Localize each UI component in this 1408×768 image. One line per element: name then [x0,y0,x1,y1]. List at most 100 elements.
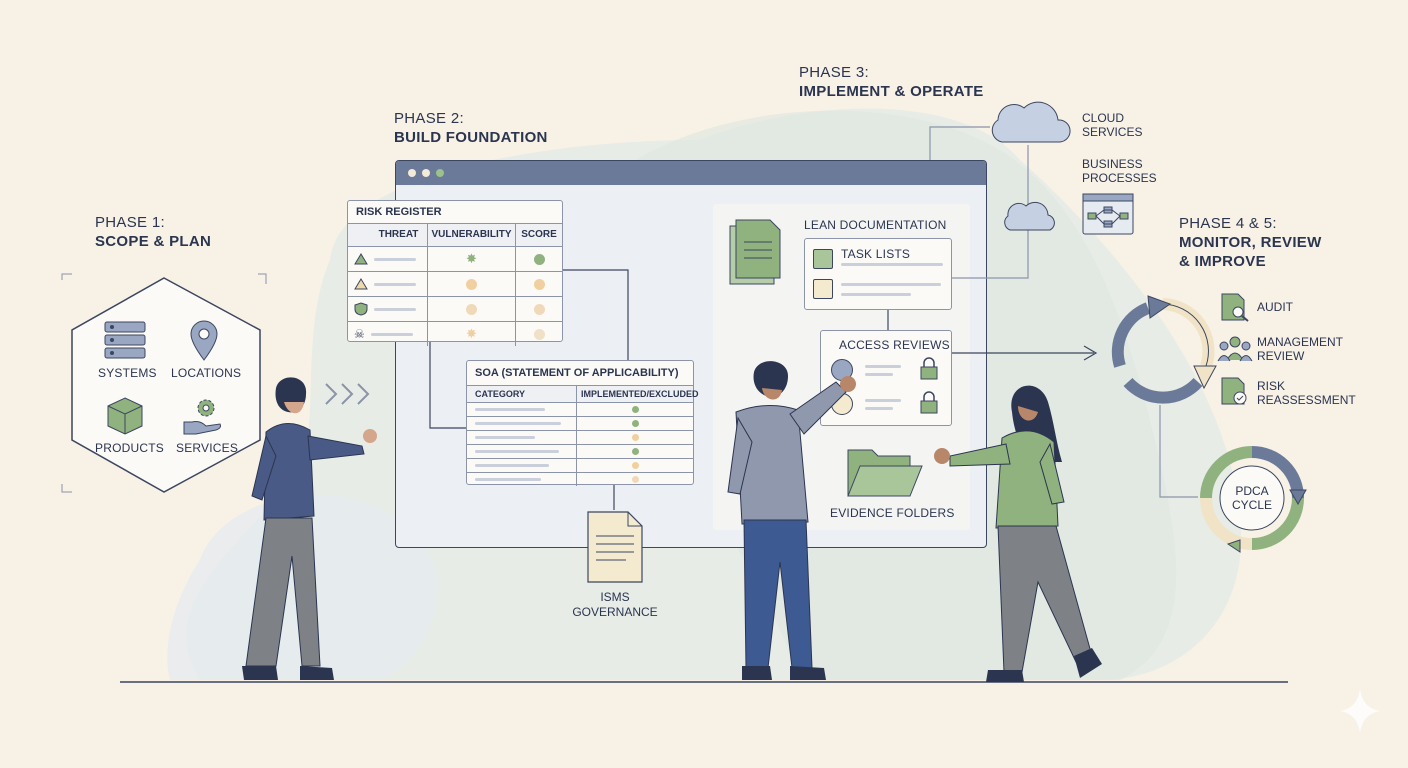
locations-label: LOCATIONS [171,366,242,380]
table-row: ✸ [348,246,562,271]
access-reviews-card: ACCESS REVIEWS [820,330,952,426]
chevron-arrows-icon [325,383,370,405]
risk-register-title: RISK REGISTER [356,206,442,218]
folder-icon [847,449,923,497]
mgmt-line1: MANAGEMENT [1257,335,1344,349]
business-line1: BUSINESS [1082,157,1143,171]
table-row [348,271,562,296]
phase45-title-line1: MONITOR, REVIEW [1179,234,1322,251]
table-header-row: THREAT VULNERABILITY SCORE [348,223,562,246]
window-dot-icon [422,169,430,177]
location-pin-icon [190,320,218,361]
pdca-cycle-icon [1200,446,1307,553]
status-dot [631,448,639,455]
phase2-title: BUILD FOUNDATION [394,129,548,146]
threat-burst-icon: ✸ [466,251,477,266]
table-row [467,430,693,444]
audit-document-icon [1221,293,1249,322]
phase3-title: IMPLEMENT & OPERATE [799,83,984,100]
cloud-line1: CLOUD [1082,111,1125,125]
phase45-title-line2: & IMPROVE [1179,253,1266,270]
document-icon [587,511,643,583]
column-header: SCORE [521,229,557,240]
package-box-icon [107,397,143,435]
products-label: PRODUCTS [95,441,164,455]
score-dot [533,253,545,265]
risk-check-document-icon [1221,377,1247,405]
server-icon [104,321,146,359]
pdca-line1: PDCA [1235,484,1269,498]
isms-label: ISMS GOVERNANCE [560,590,670,620]
phase45-heading: PHASE 4 & 5: MONITOR, REVIEW & IMPROVE [1179,214,1322,271]
lock-icon [920,357,938,380]
column-header: VULNERABILITY [428,224,516,246]
team-icon [1217,336,1253,362]
table-row [467,458,693,472]
table-row: ☠ ✸ [348,321,562,346]
pdca-line2: CYCLE [1231,498,1272,512]
shield-icon [354,302,368,316]
table-row [467,416,693,430]
checkbox-icon [813,279,833,299]
status-dot [631,420,639,427]
column-header: THREAT [348,224,428,246]
window-dot-icon [436,169,444,177]
access-reviews-label: ACCESS REVIEWS [839,338,950,352]
phase3-heading: PHASE 3: IMPLEMENT & OPERATE [799,63,984,101]
documents-stack-icon [729,219,781,285]
phase1-title: SCOPE & PLAN [95,233,212,250]
services-label: SERVICES [176,441,239,455]
threat-burst-icon: ✸ [466,326,477,341]
phase45-number: PHASE 4 & 5: [1179,215,1277,232]
hand-gear-icon [183,399,221,435]
isms-line1: ISMS [600,590,630,604]
task-lists-card: TASK LISTS [804,238,952,310]
person-right-illustration [934,385,1102,682]
score-dot [533,303,545,315]
risk-register-table: RISK REGISTER THREAT VULNERABILITY SCORE… [347,200,563,346]
business-line2: PROCESSES [1082,171,1157,185]
phase1-heading: PHASE 1: SCOPE & PLAN [95,213,211,251]
warning-icon [354,253,368,265]
alert-circle-icon [466,303,477,315]
isms-line2: GOVERNANCE [572,605,658,619]
table-header-row: CATEGORY IMPLEMENTED/EXCLUDED [467,385,699,402]
systems-label: SYSTEMS [98,366,157,380]
column-header: CATEGORY [467,386,577,402]
person-center-illustration [727,361,856,680]
score-dot [533,328,545,340]
risk-reassessment-label: RISK REASSESSMENT [1257,379,1356,407]
window-dot-icon [408,169,416,177]
phase2-heading: PHASE 2: BUILD FOUNDATION [394,109,548,147]
audit-label: AUDIT [1257,300,1293,314]
status-dot [631,462,639,469]
phase3-number: PHASE 3: [799,64,869,81]
status-dot [631,434,639,441]
table-row [467,472,693,486]
cloud-icon [991,101,1071,143]
lean-doc-title: LEAN DOCUMENTATION [804,218,947,232]
risk-line1: RISK [1257,379,1286,393]
alert-circle-icon [466,278,477,290]
mgmt-line2: REVIEW [1257,349,1305,363]
bug-icon: ☠ [354,327,365,341]
pdca-label: PDCA CYCLE [1212,484,1292,512]
soa-title: SOA (STATEMENT OF APPLICABILITY) [475,367,679,379]
column-header: IMPLEMENTED/EXCLUDED [581,389,699,399]
cloud-line2: SERVICES [1082,125,1143,139]
evidence-folders-label: EVIDENCE FOLDERS [830,506,955,520]
cloud-services-label: CLOUD SERVICES [1082,111,1142,139]
lock-icon [920,391,938,414]
status-dot [631,476,639,483]
cloud-icon [1004,201,1055,231]
management-review-label: MANAGEMENT REVIEW [1257,335,1343,363]
business-processes-label: BUSINESS PROCESSES [1082,157,1157,185]
phase1-number: PHASE 1: [95,214,165,231]
task-lists-label: TASK LISTS [841,247,911,261]
score-dot [533,278,545,290]
cycle-arrows-icon [1111,295,1217,404]
window-titlebar [396,161,986,185]
warning-icon [354,278,368,290]
soa-table: SOA (STATEMENT OF APPLICABILITY) CATEGOR… [466,360,699,486]
